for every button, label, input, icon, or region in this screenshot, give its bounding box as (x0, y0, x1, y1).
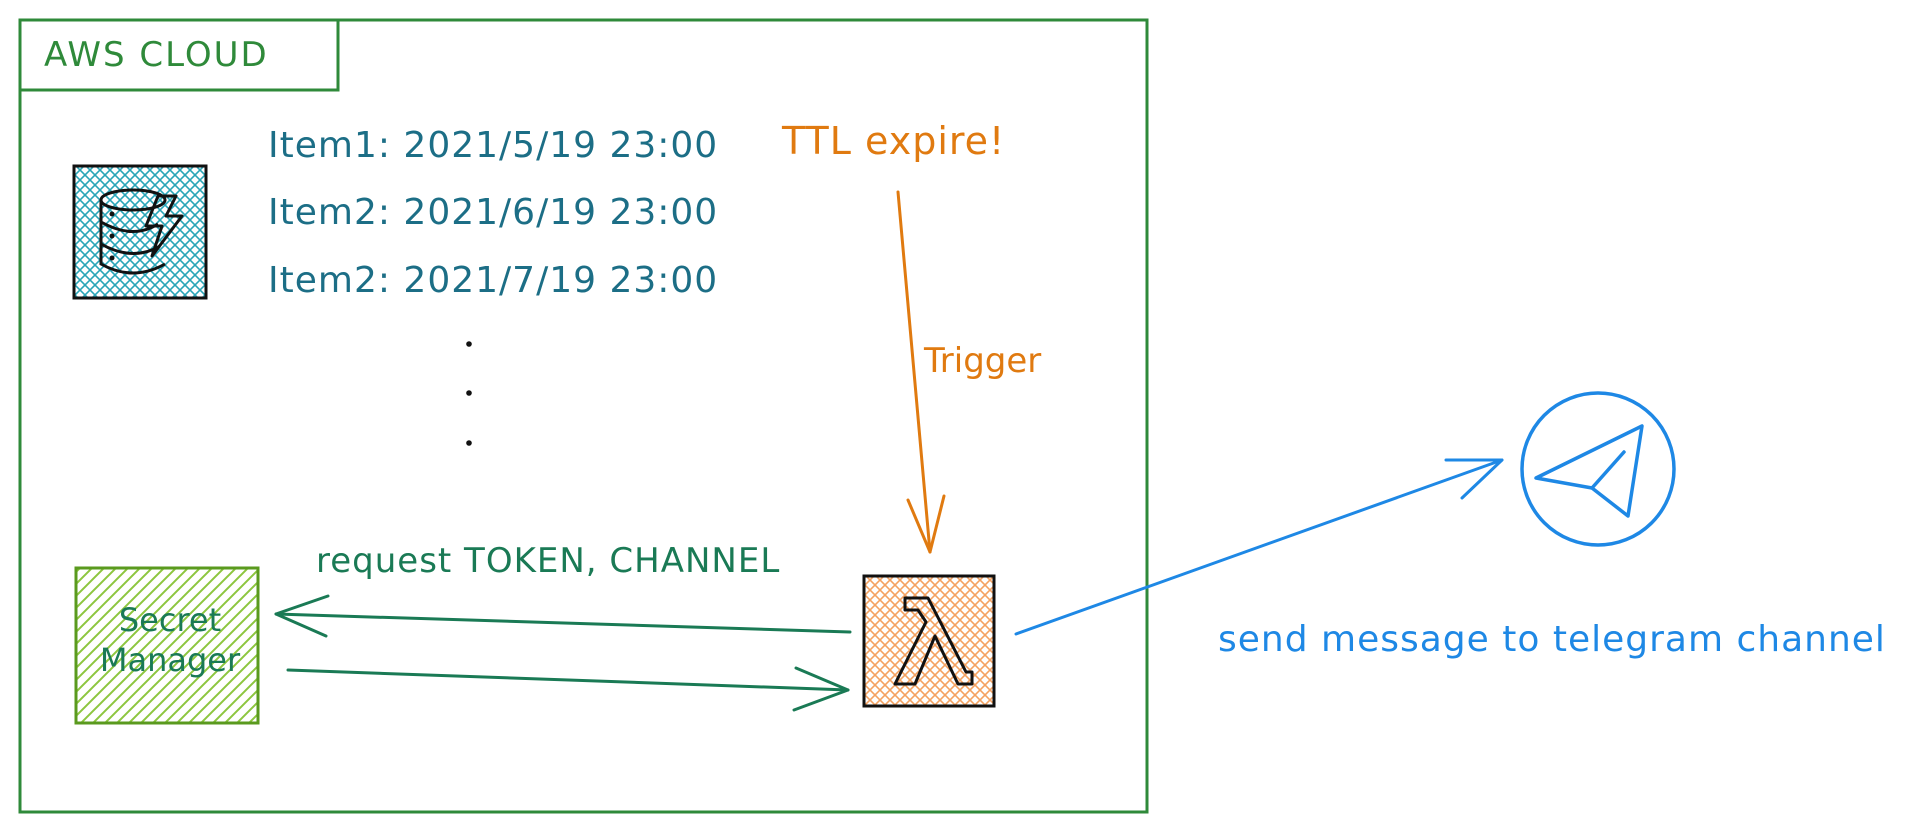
request-token-label: request TOKEN, CHANNEL (316, 541, 781, 581)
aws-cloud-boundary (18, 18, 1149, 814)
request-arrow (274, 594, 852, 638)
secret-manager-label-line2: Manager (99, 641, 241, 679)
lambda-icon (862, 574, 996, 708)
trigger-arrow (896, 190, 946, 554)
trigger-label: Trigger (924, 341, 1042, 381)
telegram-icon (1520, 391, 1676, 547)
send-arrow (1014, 458, 1504, 636)
secret-manager-label-line1: Secret (118, 601, 222, 639)
dynamodb-item-3: Item2: 2021/7/19 23:00 (268, 260, 719, 301)
ttl-expire-label: TTL expire! (782, 119, 1006, 163)
aws-cloud-label: AWS CLOUD (44, 35, 269, 75)
secret-manager-label: Secret Manager (80, 600, 260, 680)
dynamodb-item-2: Item2: 2021/6/19 23:00 (268, 192, 719, 233)
secret-manager-box (74, 566, 260, 725)
ellipsis-dots (466, 341, 472, 446)
dynamodb-item-1: Item1: 2021/5/19 23:00 (268, 125, 719, 166)
send-message-label: send message to telegram channel (1218, 619, 1886, 660)
dynamodb-icon (72, 164, 208, 300)
response-arrow (286, 666, 850, 712)
